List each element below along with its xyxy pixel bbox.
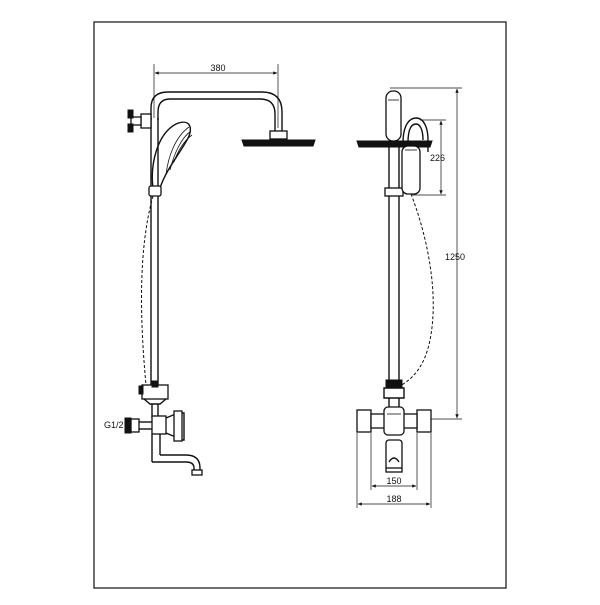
wall-bracket-top xyxy=(127,109,152,133)
hose-side xyxy=(141,195,154,386)
hose-front xyxy=(399,193,434,387)
hand-shower-height-label: 226 xyxy=(430,153,445,163)
front-riser xyxy=(384,90,404,382)
mixer-valve-side xyxy=(151,410,185,442)
hand-shower-side xyxy=(148,121,193,197)
bath-spout-front xyxy=(385,439,403,473)
riser-height-label: 1250 xyxy=(445,252,465,262)
hand-shower-height-dimension: 226 xyxy=(412,119,446,196)
mixer-valve-front xyxy=(356,406,432,436)
diverter-front xyxy=(383,379,405,410)
inlet-connection: G1/2 xyxy=(104,417,152,434)
side-view: 380 xyxy=(104,63,316,476)
hand-shower-front xyxy=(401,117,429,195)
inlet-thread-label: G1/2 xyxy=(104,420,124,430)
drawing-frame xyxy=(93,21,507,589)
rain-shower-head-side xyxy=(241,130,316,147)
rain-shower-head-front xyxy=(356,140,433,148)
riser-pipe xyxy=(150,118,159,388)
inlet-spacing-dimension: 150 xyxy=(370,433,418,490)
bath-spout-side xyxy=(151,434,203,476)
diverter-body xyxy=(138,380,169,418)
riser-height-dimension: 1250 xyxy=(412,88,465,420)
overall-width-dimension: 188 xyxy=(356,433,432,508)
arm-width-dimension: 380 xyxy=(153,63,279,128)
inlet-spacing-label: 150 xyxy=(386,476,401,486)
overall-width-label: 188 xyxy=(386,494,401,504)
arm-width-label: 380 xyxy=(210,63,225,73)
shower-arm xyxy=(150,91,283,132)
front-view: 226 1250 xyxy=(356,87,465,508)
